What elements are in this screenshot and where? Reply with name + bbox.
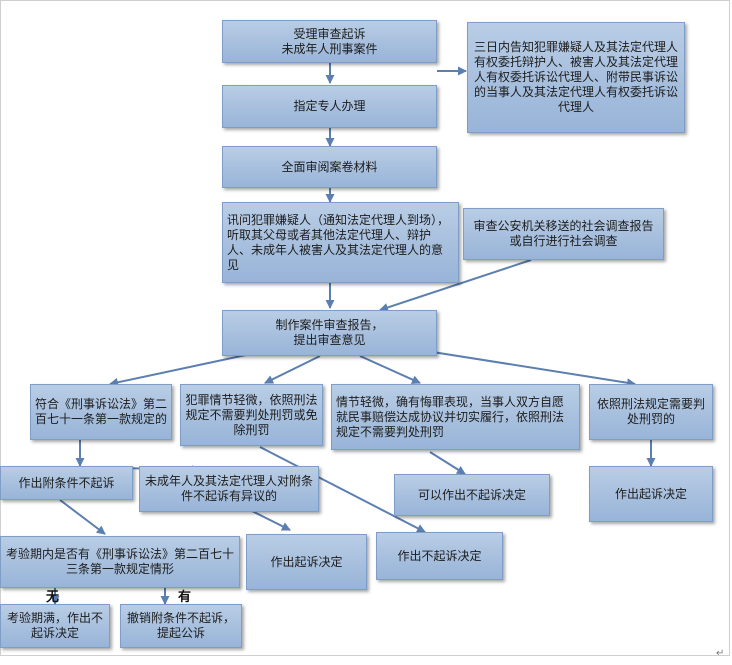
notify-rights-box: 三日内告知犯罪嫌疑人及其法定代理人有权委托辩护人、被害人及其法定代理人有权委托诉… [467, 22, 685, 133]
label-none: 无 [46, 590, 60, 605]
social-investigation-box: 审查公安机关移送的社会调查报告或自行进行社会调查 [463, 208, 664, 260]
arrow-objection-prosecute [249, 509, 291, 531]
objection-box: 未成年人及其法定代理人对附条件不起诉有异议的 [139, 466, 319, 512]
revoke-box: 撤销附条件不起诉，提起公诉 [120, 604, 242, 648]
return-mark-icon: ↵ [716, 648, 725, 659]
cond-271-box: 符合《刑事诉讼法》第二百七十一条第一款规定的 [30, 384, 172, 440]
nonprosecute-box: 作出不起诉决定 [376, 532, 503, 580]
arrow-remorse-may [429, 451, 466, 475]
arrow-report-cond271 [109, 351, 261, 387]
arrow-conditional-check [59, 499, 106, 535]
accept-case-box: 受理审查起诉 未成年人刑事案件 [222, 20, 437, 63]
review-materials-box: 全面审阅案卷材料 [222, 146, 437, 188]
label-has: 有 [178, 590, 192, 605]
arrow-report-penalty [419, 349, 636, 388]
interrogate-box: 讯问犯罪嫌疑人（通知法定代理人到场），听取其父母或者其他法定代理人、辩护人、未成… [222, 202, 459, 283]
conditional-nonprosecution-box: 作出附条件不起诉 [0, 466, 133, 500]
assign-person-box: 指定专人办理 [222, 85, 437, 128]
prosecute-box-1: 作出起诉决定 [589, 466, 713, 522]
cond-needs-penalty-box: 依照刑法规定需要判处刑罚的 [589, 384, 713, 440]
arrow-report-remorse [359, 355, 421, 384]
arrow-minorcrime-nonprosecute [259, 446, 426, 533]
arrow-social-report [379, 259, 532, 312]
may-nonprosecute-box: 可以作出不起诉决定 [394, 474, 550, 516]
review-report-box: 制作案件审查报告， 提出审查意见 [222, 310, 437, 356]
arrow-report-minorcrime [264, 355, 321, 384]
prosecute-box-2: 作出起诉决定 [246, 534, 367, 590]
probation-expired-box: 考验期满，作出不起诉决定 [0, 604, 110, 648]
cond-minor-crime-box: 犯罪情节轻微，依照刑法规定不需要判处刑罚或免除刑罚 [180, 384, 323, 446]
probation-check-box: 考验期内是否有《刑事诉讼法》第二百七十三条第一款规定情形 [0, 536, 240, 588]
cond-remorse-box: 情节轻微，确有悔罪表现，当事人双方自愿就民事赔偿达成协议并切实履行，依照刑法规定… [331, 384, 580, 450]
